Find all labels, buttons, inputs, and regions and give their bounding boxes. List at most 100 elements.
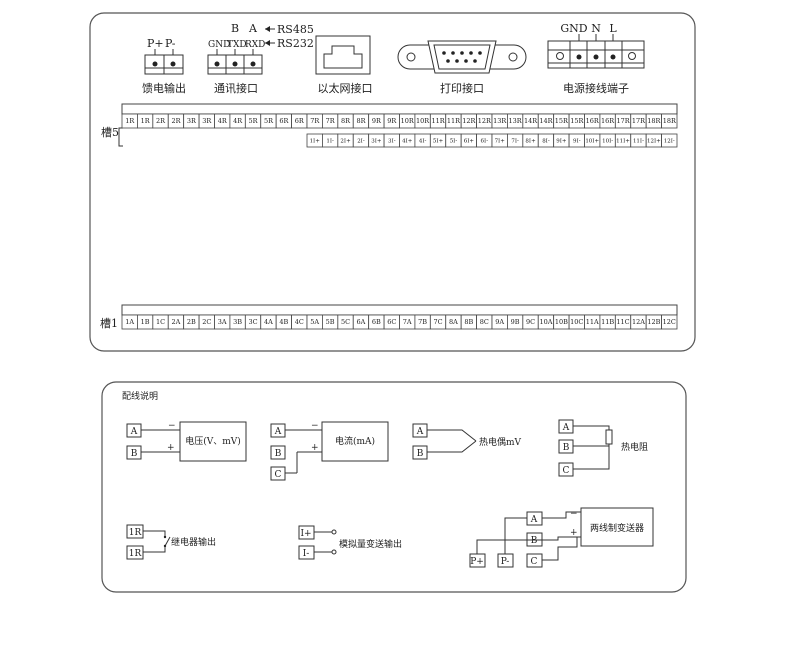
relay-pin-2: 1R xyxy=(129,549,142,559)
slot1-terminal-label: 4C xyxy=(295,318,304,326)
comm-port-connector: B A GND TXD RXD RS485 RS232 通讯接口 xyxy=(207,22,314,95)
slot1-terminal-label: 3A xyxy=(218,318,227,326)
slot1-terminal-label: 10C xyxy=(570,318,583,326)
slot5-r-terminal-label: 6R xyxy=(279,117,289,125)
slot1-terminal-label: 12A xyxy=(632,318,645,326)
slot5-io-terminal-label: 6I+ xyxy=(464,139,475,145)
slot5-r-terminal-label: 10R xyxy=(416,117,430,125)
slot5-r-terminal-label: 15R xyxy=(555,117,569,125)
slot1-label: 槽1 xyxy=(100,317,118,330)
slot5-io-terminal-label: 3I- xyxy=(388,139,396,145)
slot5-io-terminal-label: 2I+ xyxy=(340,139,351,145)
slot5-r-terminal-label: 3R xyxy=(202,117,212,125)
print-port-label: 打印接口 xyxy=(440,81,484,95)
slot5-r-terminal-label: 17R xyxy=(632,117,646,125)
relay-pin-1: 1R xyxy=(129,528,142,538)
analog-output-label: 模拟量变送输出 xyxy=(339,538,402,550)
slot5-r-terminal-label: 12R xyxy=(462,117,476,125)
slot1-terminal-label: 4A xyxy=(264,318,273,326)
slot1-terminal-label: 11B xyxy=(601,318,614,326)
slot5-r-terminal-label: 5R xyxy=(264,117,274,125)
slot1-terminal-label: 5C xyxy=(341,318,350,326)
slot5-io-terminal-label: 7I+ xyxy=(495,139,506,145)
rtd-wiring: A B C 热电阻 xyxy=(558,419,648,477)
current-pin-b: B xyxy=(275,449,282,459)
transmitter-pin-c: C xyxy=(531,557,538,567)
relay-wiring: 1R 1R 继电器输出 xyxy=(126,524,216,560)
slot5-io-terminal-label: 2I- xyxy=(357,139,365,145)
slot5-io-terminal-label: 1I- xyxy=(326,139,334,145)
slot5-io-terminal-cell xyxy=(661,133,678,148)
slot5-r-terminal-label: 8R xyxy=(356,117,366,125)
feed-pin-p-plus: P+ xyxy=(147,37,164,50)
rs232-label: RS232 xyxy=(277,37,314,50)
transmitter-minus: − xyxy=(570,509,578,519)
slot1-terminal-label: 5A xyxy=(310,318,319,326)
slot5-io-terminal-label: 3I+ xyxy=(371,139,382,145)
slot1-terminal-label: 4B xyxy=(279,318,288,326)
slot5-io-terminal-label: 5I- xyxy=(450,139,458,145)
rtd-pin-b: B xyxy=(563,443,570,453)
rs485-label: RS485 xyxy=(277,23,314,36)
slot5-io-terminal-label: 11I- xyxy=(633,139,644,145)
slot5-io-terminal-label: 9I- xyxy=(573,139,581,145)
voltage-pin-a: A xyxy=(130,427,138,437)
power-pin-n: N xyxy=(591,22,601,35)
feed-output-connector: P+ P- 馈电输出 xyxy=(142,37,186,95)
relay-label: 继电器输出 xyxy=(171,536,216,548)
slot5-r-terminal-label: 18R xyxy=(647,117,661,125)
slot5-r-terminal-label: 16R xyxy=(601,117,615,125)
transmitter-pin-b: B xyxy=(531,536,538,546)
slot1-terminal-label: 2A xyxy=(172,318,181,326)
voltage-plus: + xyxy=(167,443,175,453)
transmitter-supply-pplus: P+ xyxy=(470,557,484,567)
slot5-io-terminal-label: 12I- xyxy=(664,139,675,145)
current-pin-a: A xyxy=(274,427,282,437)
current-minus: − xyxy=(311,421,319,431)
voltage-label: 电压(V、mV) xyxy=(185,435,241,447)
slot1-terminal-label: 6A xyxy=(357,318,366,326)
slot5-r-terminal-label: 15R xyxy=(570,117,584,125)
power-pin-l: L xyxy=(609,22,617,35)
slot1-terminal-label: 8A xyxy=(449,318,458,326)
slot1-terminal-label: 1A xyxy=(125,318,134,326)
slot5-r-terminal-label: 3R xyxy=(187,117,197,125)
transmitter-pin-a: A xyxy=(530,515,538,525)
slot5-io-terminal-label: 11I+ xyxy=(616,139,630,145)
slot1-terminal-label: 3C xyxy=(248,318,257,326)
slot1-terminal-cell xyxy=(661,314,678,330)
slot5-r-terminal-label: 18R xyxy=(663,117,677,125)
slot5-io-terminal-label: 9I+ xyxy=(556,139,567,145)
comm-pin-b: B xyxy=(231,22,239,35)
transmitter-plus: + xyxy=(570,528,578,538)
slot5-r-terminal-label: 16R xyxy=(586,117,600,125)
slot5-r-terminal-label: 13R xyxy=(509,117,523,125)
analog-pin-iminus: I- xyxy=(303,549,310,559)
power-pin-gnd: GND xyxy=(560,22,587,35)
slot5-r-terminal-label: 4R xyxy=(233,117,243,125)
feed-pin-p-minus: P- xyxy=(165,37,176,50)
slot5-io-terminal-label: 8I+ xyxy=(525,139,536,145)
rtd-pin-c: C xyxy=(563,466,570,476)
slot5-r-terminal-label: 14R xyxy=(524,117,538,125)
slot1-terminal-label: 12C xyxy=(663,318,676,326)
slot5-label: 槽5 xyxy=(101,126,119,139)
comm-pin-rxd: RXD xyxy=(245,40,265,50)
slot1-terminal-label: 1C xyxy=(156,318,165,326)
slot1-terminal-label: 9A xyxy=(495,318,504,326)
slot1-terminal-label: 9B xyxy=(511,318,520,326)
slot1-terminal-label: 9C xyxy=(526,318,535,326)
wiring-title: 配线说明 xyxy=(122,390,158,402)
slot1-terminal-label: 10B xyxy=(555,318,568,326)
slot5-io-terminal-label: 1I+ xyxy=(310,139,321,145)
transmitter-label: 两线制变送器 xyxy=(590,522,644,534)
slot1-terminal-label: 11A xyxy=(586,318,599,326)
rtd-label: 热电阻 xyxy=(621,441,648,453)
slot5-r-terminal-label: 10R xyxy=(401,117,415,125)
slot1-terminal-label: 7B xyxy=(418,318,427,326)
slot5-io-terminal-label: 4I- xyxy=(419,139,427,145)
slot5-r-terminal-label: 5R xyxy=(249,117,259,125)
